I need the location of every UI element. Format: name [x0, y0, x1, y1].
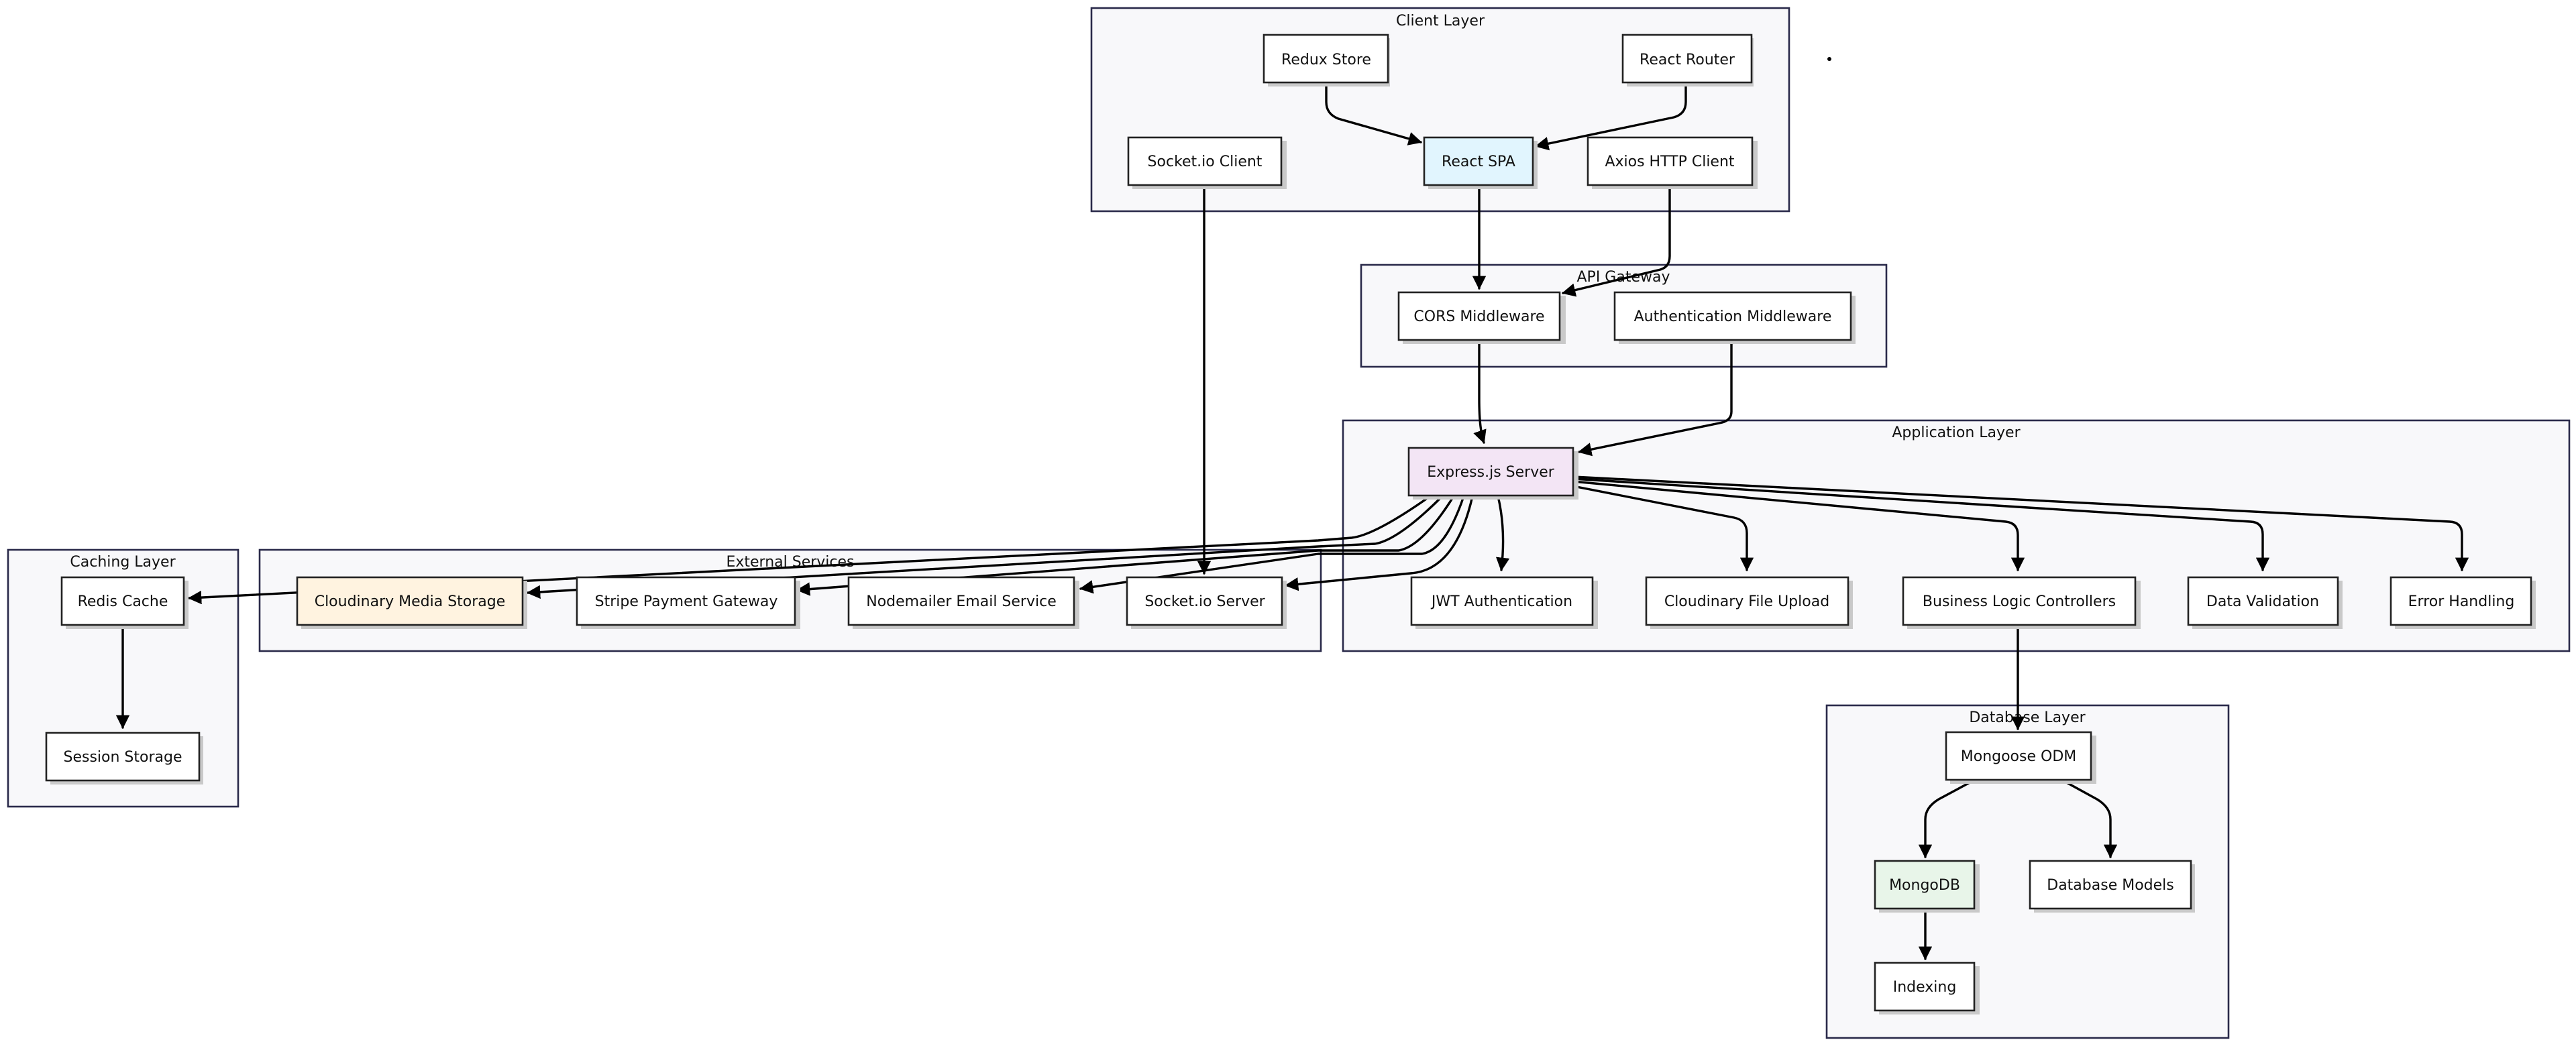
- node-label: Redux Store: [1281, 52, 1371, 68]
- node-label: Data Validation: [2206, 593, 2319, 610]
- node-box: [1126, 576, 1283, 626]
- edge-express-to-controllers: [1572, 480, 2025, 572]
- edge-express-to-validation: [1572, 477, 2270, 572]
- edge-cors-to-express: [1473, 339, 1487, 444]
- node-label: JWT Authentication: [1430, 593, 1572, 610]
- node-mongoose-odm[interactable]: Mongoose ODM: [1945, 731, 2096, 784]
- node-box: [296, 576, 524, 626]
- edge-express-to-error-handling: [1572, 475, 2469, 572]
- node-box: [1874, 962, 1976, 1012]
- node-label: Indexing: [1893, 979, 1957, 996]
- cluster-label: Caching Layer: [70, 554, 176, 571]
- edge-mongoose-to-models: [2061, 779, 2118, 859]
- node-session-storage[interactable]: Session Storage: [45, 732, 203, 784]
- node-label: React Router: [1640, 52, 1735, 68]
- node-box: [1874, 860, 1976, 910]
- node-label: Stripe Payment Gateway: [595, 593, 778, 610]
- edge-express-to-stripe: [796, 495, 1455, 596]
- node-react-router[interactable]: React Router: [1621, 34, 1754, 86]
- node-cloudinary-media-storage[interactable]: Cloudinary Media Storage: [296, 576, 527, 629]
- node-label: Nodemailer Email Service: [866, 593, 1056, 610]
- node-box: [1621, 34, 1753, 84]
- node-box: [1902, 576, 2137, 626]
- node-box: [1263, 34, 1389, 84]
- node-socket-io-client[interactable]: Socket.io Client: [1127, 136, 1287, 189]
- node-box: [1423, 136, 1534, 186]
- node-stripe-payment-gateway[interactable]: Stripe Payment Gateway: [576, 576, 800, 629]
- edge-express-to-nodemailer: [1079, 495, 1465, 594]
- node-label: MongoDB: [1889, 877, 1960, 894]
- node-box: [2390, 576, 2532, 626]
- edge-mongoose-to-mongodb: [1918, 779, 1975, 859]
- node-label: Business Logic Controllers: [1923, 593, 2116, 610]
- node-cloudinary-file-upload[interactable]: Cloudinary File Upload: [1645, 576, 1853, 629]
- node-business-logic-controllers[interactable]: Business Logic Controllers: [1902, 576, 2141, 629]
- node-label: CORS Middleware: [1413, 308, 1544, 325]
- node-box: [1407, 447, 1574, 497]
- node-socket-io-server[interactable]: Socket.io Server: [1126, 576, 1287, 629]
- edge-router-to-react-spa: [1535, 82, 1687, 151]
- cluster-label: Client Layer: [1396, 13, 1485, 30]
- edge-express-to-cloudinary-upload: [1572, 485, 1754, 572]
- node-express-server[interactable]: Express.js Server: [1407, 447, 1578, 500]
- node-box: [1613, 291, 1852, 341]
- node-label: React SPA: [1442, 154, 1515, 170]
- node-label: Authentication Middleware: [1634, 308, 1832, 325]
- edge-express-to-redis: [187, 495, 1432, 605]
- node-react-spa[interactable]: React SPA: [1423, 136, 1538, 189]
- node-data-validation[interactable]: Data Validation: [2187, 576, 2343, 629]
- node-label: Socket.io Client: [1148, 154, 1263, 170]
- node-box: [1397, 291, 1561, 341]
- edge-express-to-socket-server: [1284, 495, 1474, 591]
- node-label: Socket.io Server: [1144, 593, 1265, 610]
- node-box: [1127, 136, 1283, 186]
- node-jwt-authentication[interactable]: JWT Authentication: [1410, 576, 1598, 629]
- node-label: Axios HTTP Client: [1605, 154, 1734, 170]
- node-label: Error Handling: [2408, 593, 2515, 610]
- node-mongodb[interactable]: MongoDB: [1874, 860, 1980, 913]
- node-redux-store[interactable]: Redux Store: [1263, 34, 1390, 86]
- edge-redux-to-react-spa: [1325, 82, 1422, 146]
- stray-dot: [1827, 57, 1831, 61]
- cluster-label: Application Layer: [1892, 424, 2021, 441]
- edge-express-to-jwt: [1495, 495, 1510, 572]
- edge-express-to-cloudinary-media: [526, 495, 1444, 599]
- node-axios-http-client[interactable]: Axios HTTP Client: [1587, 136, 1758, 189]
- cluster-label: Database Layer: [1969, 709, 2086, 726]
- node-indexing[interactable]: Indexing: [1874, 962, 1980, 1014]
- node-box: [45, 732, 201, 782]
- node-label: Cloudinary Media Storage: [315, 593, 506, 610]
- edge-auth-middleware-to-express: [1578, 339, 1733, 457]
- node-label: Express.js Server: [1427, 464, 1555, 481]
- node-label: Redis Cache: [78, 593, 168, 610]
- node-label: Cloudinary File Upload: [1664, 593, 1829, 610]
- node-label: Mongoose ODM: [1961, 748, 2077, 765]
- node-box: [576, 576, 796, 626]
- node-redis-cache[interactable]: Redis Cache: [60, 576, 189, 629]
- edge-axios-to-cors: [1562, 184, 1671, 297]
- node-authentication-middleware[interactable]: Authentication Middleware: [1613, 291, 1856, 344]
- node-box: [2029, 860, 2192, 910]
- node-error-handling[interactable]: Error Handling: [2390, 576, 2536, 629]
- node-label: Database Models: [2047, 877, 2174, 894]
- node-box: [60, 576, 185, 626]
- node-box: [1587, 136, 1754, 186]
- node-label: Session Storage: [63, 749, 182, 766]
- node-cors-middleware[interactable]: CORS Middleware: [1397, 291, 1566, 344]
- node-box: [847, 576, 1075, 626]
- node-box: [1410, 576, 1594, 626]
- node-box: [1945, 731, 2092, 781]
- node-box: [2187, 576, 2339, 626]
- edges: [115, 82, 2469, 961]
- node-database-models[interactable]: Database Models: [2029, 860, 2195, 913]
- node-nodemailer-email-service[interactable]: Nodemailer Email Service: [847, 576, 1079, 629]
- node-box: [1645, 576, 1849, 626]
